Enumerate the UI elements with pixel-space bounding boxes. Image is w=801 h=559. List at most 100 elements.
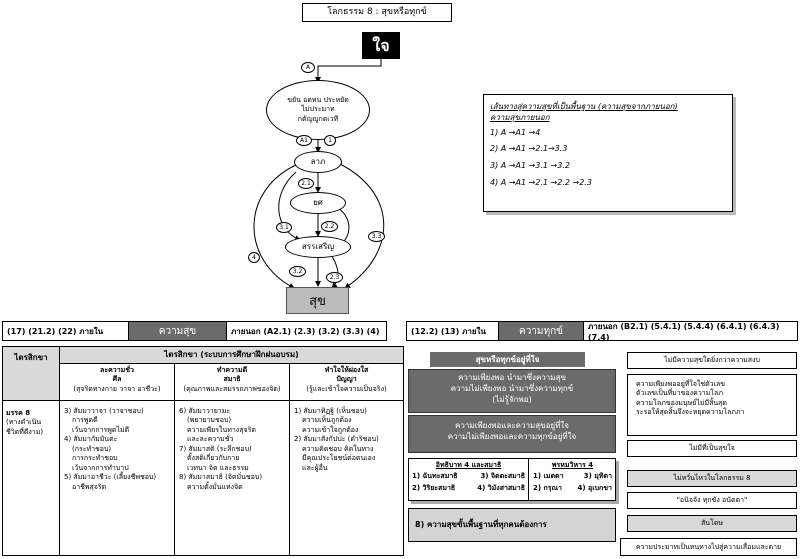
sufficiency-line: ความไม่เพียงพอ นำมาซึ่งความทุกข์ [450, 383, 574, 393]
virtue-line: กตัญญูกตเวที [297, 114, 339, 123]
sufficiency-line: (ไม่รู้จักพอ) [492, 394, 532, 404]
middle-header: สุขหรือทุกข์อยู่ที่ใจ [430, 352, 585, 367]
iddhi-row: 1) ฉันทะสมาธิ 3) จิตตะสมาธิ [412, 472, 525, 481]
virtue-line: ขยัน อดทน ประหยัด [287, 95, 349, 104]
node-label-2-1: 2.1 [298, 178, 314, 189]
eightfold-item: มีคุณประโยชน์ต่อตนเอง [302, 454, 376, 463]
brahma-item: 2) กรุณา [533, 483, 562, 492]
heedlessness-box: ความประมาทเป็นหนทางไปสู่ความเสื่อมและตาย [620, 538, 797, 556]
iddhi-item: 2) วิริยะสมาธิ [412, 483, 456, 492]
paths-title: เส้นทางสู่ความสุขที่เป็นพื้นฐาน (ความสุข… [490, 102, 678, 111]
page-title: โลกธรรม 8 : สุขหรือทุกข์ [302, 3, 452, 22]
node-label-4: 4 [248, 252, 260, 263]
path8-note: ชีวิตที่ดีงาม) [6, 427, 44, 436]
eightfold-item: การพูดดี [72, 416, 98, 425]
col-header-line: (รู้และเข้าใจความเป็นจริง) [306, 384, 387, 393]
eightfold-item: 7) สัมมาสติ (ระลึกชอบ) [179, 444, 252, 453]
virtue-line: ไม่ประมาท [301, 105, 335, 114]
sufficiency-box: ความเพียงพอ นำมาซึ่งความสุข ความไม่เพียง… [408, 369, 616, 413]
threefold-table: ไตรสิกขา ไตรสิกขา (ระบบการศึกษาฝึกฝนอบรม… [2, 346, 404, 556]
col-header-line: ศีล [112, 375, 122, 384]
greed-line: ตัวเลขเป็นที่มาของความโลภ [636, 389, 723, 398]
col-header-line: สมาธิ [223, 375, 241, 384]
sufficiency-line: ความเพียงพอ นำมาซึ่งความสุข [458, 373, 566, 382]
greed-line: ความโลภของมนุษย์ไม่มีสิ้นสุด [636, 398, 727, 407]
eightfold-item: ความเห็นถูกต้อง [302, 416, 352, 425]
iddhi-item: 1) ฉันทะสมาธิ [412, 472, 458, 481]
tri-header: ไตรสิกขา [14, 353, 48, 362]
tri-full-header: ไตรสิกขา (ระบบการศึกษาฝึกฝนอบรม) [60, 347, 403, 364]
rank-ellipse: ยศ [290, 192, 346, 214]
eightfold-item: 4) สัมมากัมมันตะ [64, 435, 118, 444]
suffering-center: ความทุกข์ [499, 322, 583, 340]
happiness-outer: ภายนอก (A2.1) (2.3) (3.2) (3.3) (4) [226, 322, 386, 340]
node-label-3-1: 3.1 [276, 222, 292, 233]
mind-happiness-box: ความเพียงพอและความสุขอยู่ที่ใจ ความไม่เพ… [408, 415, 616, 453]
node-label-1: 1 [324, 135, 336, 146]
col-items-sila: 3) สัมมาวาจา (วาจาชอบ) การพูดดี เว้นจากก… [60, 401, 175, 555]
col-items-samadhi: 6) สัมมาวายามะ (พยายามชอบ) ความเพียรในทา… [175, 401, 290, 555]
brahma-row: 1) เมตตา 3) มุทิตา [533, 472, 612, 481]
eightfold-item: เว้นจากการพูดไม่ดี [72, 425, 130, 434]
eightfold-item: (กระทำชอบ) [72, 444, 112, 453]
brahma-item: 3) มุทิตา [583, 472, 612, 481]
gain-ellipse: ลาภ [294, 151, 342, 173]
contentment-box: สันโดษ [627, 515, 797, 532]
path-item: 3) A →A1 →3.1 →3.2 [490, 161, 570, 171]
basic-happiness-note: 8) ความสุขขั้นพื้นฐานที่ทุกคนต้องการ [408, 508, 616, 542]
path8-cell: มรรค 8 (ทางดำเนิน ชีวิตที่ดีงาม) [3, 401, 60, 555]
happiness-box: สุข [286, 287, 349, 314]
iddhi-item: 3) จิตตะสมาธิ [480, 472, 525, 481]
eightfold-item: ความตั้งมั่นแห่งจิต [187, 482, 243, 491]
mind-happiness-line: ความไม่เพียงพอและความทุกข์อยู่ที่ใจ [447, 431, 577, 441]
node-label-a: A [301, 62, 315, 73]
col-header-sila: ละความชั่ว ศีล (สุจริตทางกาย วาจา อาชีวะ… [60, 364, 175, 401]
three-marks-box: "อนิจจัง ทุกขัง อนัตตา" [627, 492, 797, 509]
virtues-ellipse: ขยัน อดทน ประหยัดไม่ประมาทกตัญญูกตเวที [266, 80, 370, 140]
col-header-line: ทำใจให้ผ่องใส [324, 366, 369, 374]
suffering-inner: (12.2) (13) ภายใน [407, 322, 499, 340]
eightfold-item: ความเข้าใจถูกต้อง [302, 425, 359, 434]
eightfold-item: 1) สัมมาทิฏฐิ (เห็นชอบ) [294, 407, 367, 415]
eightfold-item: 6) สัมมาวายามะ [179, 407, 231, 415]
col-header-samadhi: ทำความดี สมาธิ (คุณภาพและสมรรถภาพของจิต) [175, 364, 290, 401]
greed-box: ความเพียงพออยู่ที่ใจใช่ตัวเลข ตัวเลขเป็น… [627, 374, 797, 436]
eightfold-item: 5) สัมมาอาชีวะ (เลี้ยงชีพชอบ) [64, 473, 157, 482]
eightfold-item: และผู้อื่น [302, 463, 328, 472]
path-item: 4) A →A1 →2.1 →2.2 →2.3 [490, 177, 592, 187]
paths-box: เส้นทางสู่ความสุขที่เป็นพื้นฐาน (ความสุข… [483, 94, 733, 212]
node-label-3-2: 3.2 [289, 266, 306, 277]
eightfold-item: 8) สัมมาสมาธิ (จิตมั่นชอบ) [179, 473, 263, 482]
eightfold-item: อาชีพสุจริต [72, 482, 107, 491]
peace-box: ไม่มีความสุขใดยิ่งกว่าความสงบ [627, 352, 797, 369]
mind-happy-box: ไม่มีที่เป็นสุขใจ [627, 440, 797, 457]
eightfold-item: ตั้งสติเกี่ยวกับกาย [187, 454, 240, 463]
col-header-line: (สุจริตทางกาย วาจา อาชีวะ) [73, 384, 161, 393]
happiness-inner: (17) (21.2) (22) ภายใน [3, 322, 129, 340]
eightfold-item: เว้นจากการทำบาป [72, 463, 129, 472]
iddhi-item: 4) วิมังสาสมาธิ [477, 483, 525, 492]
praise-ellipse: สรรเสริญ [285, 236, 351, 258]
col-header-line: ปัญญา [336, 375, 357, 384]
brahma-title: พรหมวิหาร 4 [551, 461, 594, 469]
mind-happiness-line: ความเพียงพอและความสุขอยู่ที่ใจ [455, 421, 569, 430]
node-label-a1: A1 [296, 135, 312, 146]
eightfold-item: 3) สัมมาวาจา (วาจาชอบ) [64, 407, 144, 415]
brahma-item: 1) เมตตา [533, 472, 564, 481]
suffering-bar: (12.2) (13) ภายใน ความทุกข์ ภายนอก (B2.1… [406, 321, 798, 342]
path-item: 1) A →A1 →4 [490, 127, 541, 137]
eightfold-item: 2) สัมมาสังกัปปะ (ดำริชอบ) [294, 435, 379, 444]
greed-line: ความเพียงพออยู่ที่ใจใช่ตัวเลข [636, 380, 726, 388]
mind-box: ใจ [362, 32, 400, 59]
happiness-bar: (17) (21.2) (22) ภายใน ความสุข ภายนอก (A… [2, 321, 387, 341]
path8-note: (ทางดำเนิน [6, 418, 42, 427]
paths-subtitle: ความสุขภายนอก [490, 112, 550, 122]
eightfold-item: ความคิดชอบ คิดในทาง [302, 444, 374, 453]
happiness-center: ความสุข [129, 322, 226, 340]
greed-line: ระรอให้สุดสิ้นจึงจะหยุดความโลภภา [636, 408, 745, 417]
col-header-line: ละความชั่ว [100, 366, 134, 374]
not-cling-box: ไม่หวั่นไหวในโลกธรรม 8 [627, 470, 797, 487]
node-label-3-3: 3.3 [368, 231, 385, 242]
eightfold-item: เวทนา จิต และธรรม [187, 463, 249, 472]
